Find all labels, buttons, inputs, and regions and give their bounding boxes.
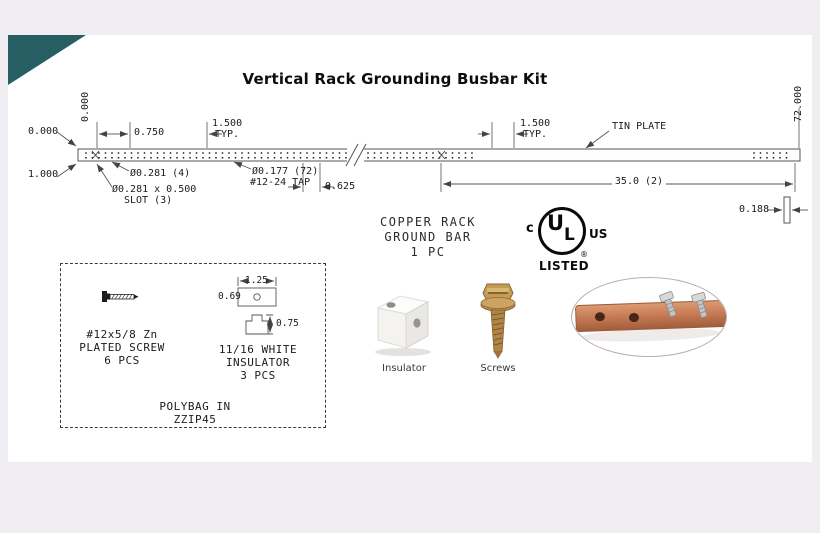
slot-callout: Ø0.281 x 0.500 — [112, 184, 197, 195]
kit-line-2: GROUND BAR — [384, 230, 472, 244]
polybag-label: POLYBAG IN ZZIP45 — [133, 400, 257, 426]
tapped-hole-callout: Ø0.177 (72) — [252, 166, 319, 177]
busbar-photo-image — [575, 291, 726, 342]
insulator-spec-line-3: 3 PCS — [240, 369, 276, 382]
polybag-line-1: POLYBAG IN — [159, 400, 231, 413]
dim-right-vertical: 72.000 — [793, 85, 804, 122]
dim-bottom-edge: 1.000 — [28, 169, 59, 180]
insulator-depth-dim: 0.69 — [218, 291, 241, 302]
tap-spec: #12-24 TAP — [250, 177, 311, 188]
insulator-spec-label: 11/16 WHITE INSULATOR 3 PCS — [200, 343, 316, 382]
insulator-height-dim: 0.75 — [276, 318, 299, 329]
drawing-sheet — [8, 35, 812, 462]
dim-hole-spacing-left-typ: TYP. — [215, 129, 240, 140]
busbar-photo — [571, 277, 727, 357]
busbar-photo-hole — [628, 313, 639, 323]
dim-section-length: 35.0 (2) — [614, 176, 664, 187]
ul-listed-mark: c U L US ® LISTED — [520, 207, 610, 277]
screws-photo-label: Screws — [480, 363, 516, 374]
insulator-spec-line-1: 11/16 WHITE — [218, 343, 298, 356]
dim-first-hole-spacing: 0.750 — [134, 127, 165, 138]
ul-letter-l: L — [564, 225, 575, 245]
mounting-hole-callout: Ø0.281 (4) — [130, 168, 191, 179]
dim-top-edge: 0.000 — [28, 126, 59, 137]
ul-us-letters: US — [589, 227, 608, 241]
polybag-line-2: ZZIP45 — [173, 413, 217, 426]
dim-hole-spacing-left: 1.500 — [212, 118, 243, 129]
screw-spec-line-1: #12x5/8 Zn — [86, 328, 158, 341]
dim-left-vertical: 0.000 — [80, 91, 91, 122]
screws-photo — [480, 283, 516, 359]
registered-trademark-icon: ® — [580, 250, 588, 259]
kit-quantity-label: COPPER RACK GROUND BAR 1 PC — [372, 215, 484, 260]
ul-canada-letter: c — [526, 221, 534, 236]
polybag-contents-box — [60, 263, 326, 428]
insulator-photo-label: Insulator — [382, 363, 426, 374]
insulator-width-dim: 1.25 — [245, 275, 268, 286]
kit-line-3: 1 PC — [410, 245, 446, 259]
corner-triangle-decoration — [8, 35, 86, 85]
dim-thickness: 0.188 — [739, 204, 770, 215]
screw-spec-line-2: PLATED SCREW — [79, 341, 165, 354]
insulator-photo — [375, 295, 431, 356]
dim-hole-spacing-right: 1.500 — [520, 118, 551, 129]
busbar-photo-screw — [691, 292, 708, 319]
slot-count: SLOT (3) — [124, 195, 173, 206]
busbar-photo-hole — [594, 312, 605, 322]
busbar-photo-screw — [659, 291, 677, 318]
ul-letter-u: U — [547, 211, 565, 235]
screw-spec-line-3: 6 PCS — [104, 354, 140, 367]
page-title: Vertical Rack Grounding Busbar Kit — [242, 70, 548, 88]
dim-slot-length: 0.625 — [325, 181, 356, 192]
kit-line-1: COPPER RACK — [380, 215, 476, 229]
tin-plate-label: TIN PLATE — [612, 121, 667, 132]
ul-listed-text: LISTED — [538, 259, 590, 273]
screw-spec-label: #12x5/8 Zn PLATED SCREW 6 PCS — [62, 328, 182, 367]
ul-circle-icon: U L — [538, 207, 586, 255]
insulator-spec-line-2: INSULATOR — [225, 356, 291, 369]
dim-hole-spacing-right-typ: TYP. — [523, 129, 548, 140]
